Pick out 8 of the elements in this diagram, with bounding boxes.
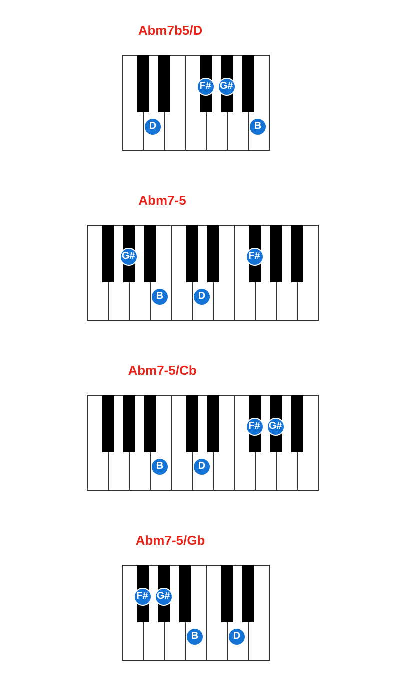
chord-title: Abm7-5/Gb <box>136 533 206 548</box>
chord-title: Abm7-5/Cb <box>128 363 197 378</box>
piano-chord-diagram <box>87 193 319 321</box>
chord-title: Abm7-5 <box>138 193 186 208</box>
piano-chord-diagram <box>122 23 270 151</box>
chord-title: Abm7b5/D <box>138 23 203 38</box>
piano-chord-diagram <box>87 363 319 491</box>
piano-chord-diagram <box>122 533 270 661</box>
